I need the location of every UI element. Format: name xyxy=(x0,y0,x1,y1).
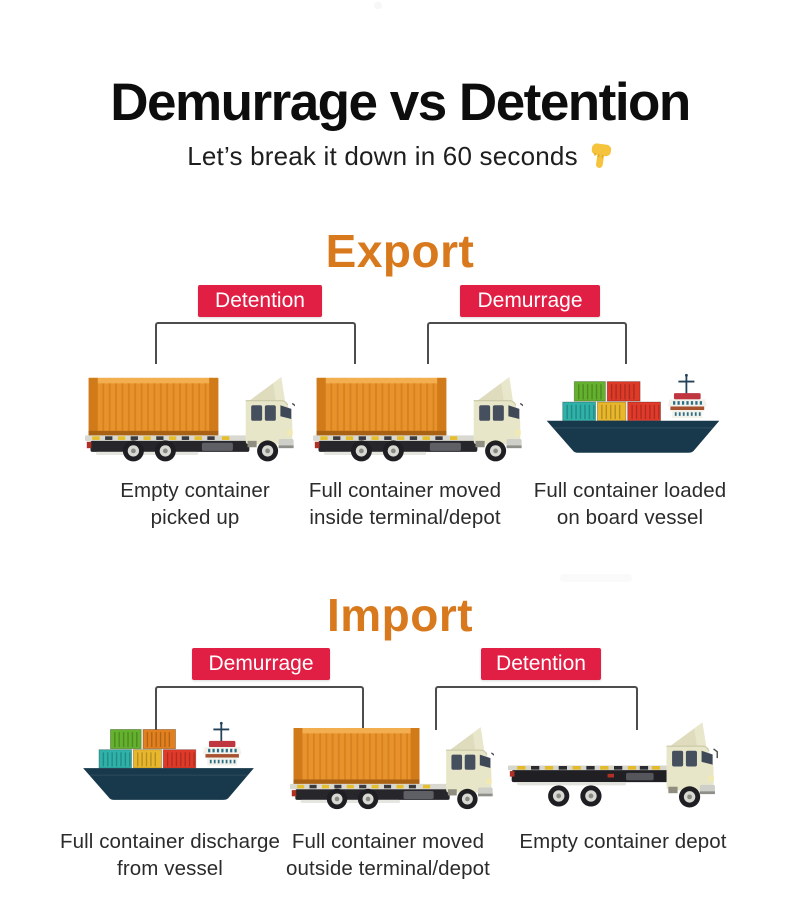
cargo-ship-illustration xyxy=(80,718,257,806)
step-caption: Empty container depot xyxy=(519,830,727,853)
page-title: Demurrage vs Detention xyxy=(110,72,691,132)
bracket-demurrage-export xyxy=(427,322,627,364)
pointing-down-hand-icon xyxy=(588,142,613,171)
step-caption: Full container moved inside terminal/dep… xyxy=(308,479,502,530)
subtitle: Let’s break it down in 60 seconds xyxy=(0,141,800,172)
cargo-ship-illustration xyxy=(544,370,722,459)
step-caption: Full container loaded on board vessel xyxy=(533,479,727,530)
label-demurrage-export: Demurrage xyxy=(460,285,600,317)
bracket-demurrage-import xyxy=(155,686,364,730)
label-demurrage-import: Demurrage xyxy=(192,648,330,680)
subtitle-text: Let’s break it down in 60 seconds xyxy=(187,141,578,171)
artifact-top-mark xyxy=(374,2,382,9)
artifact-smudge xyxy=(560,574,632,582)
step-caption: Full container moved outside terminal/de… xyxy=(286,830,490,881)
step-caption: Empty container picked up xyxy=(120,479,270,530)
section-heading-export: Export xyxy=(325,225,475,277)
section-heading-import: Import xyxy=(326,589,474,641)
step-caption: Full container discharge from vessel xyxy=(59,830,281,881)
container-truck-illustration xyxy=(313,375,523,462)
label-detention-import: Detention xyxy=(481,648,601,680)
bracket-detention-import xyxy=(435,686,638,730)
container-truck-illustration xyxy=(290,725,494,810)
container-truck-illustration xyxy=(85,375,295,462)
bracket-detention-export xyxy=(155,322,356,364)
label-detention-export: Detention xyxy=(198,285,322,317)
empty-flatbed-truck-illustration xyxy=(508,722,720,810)
